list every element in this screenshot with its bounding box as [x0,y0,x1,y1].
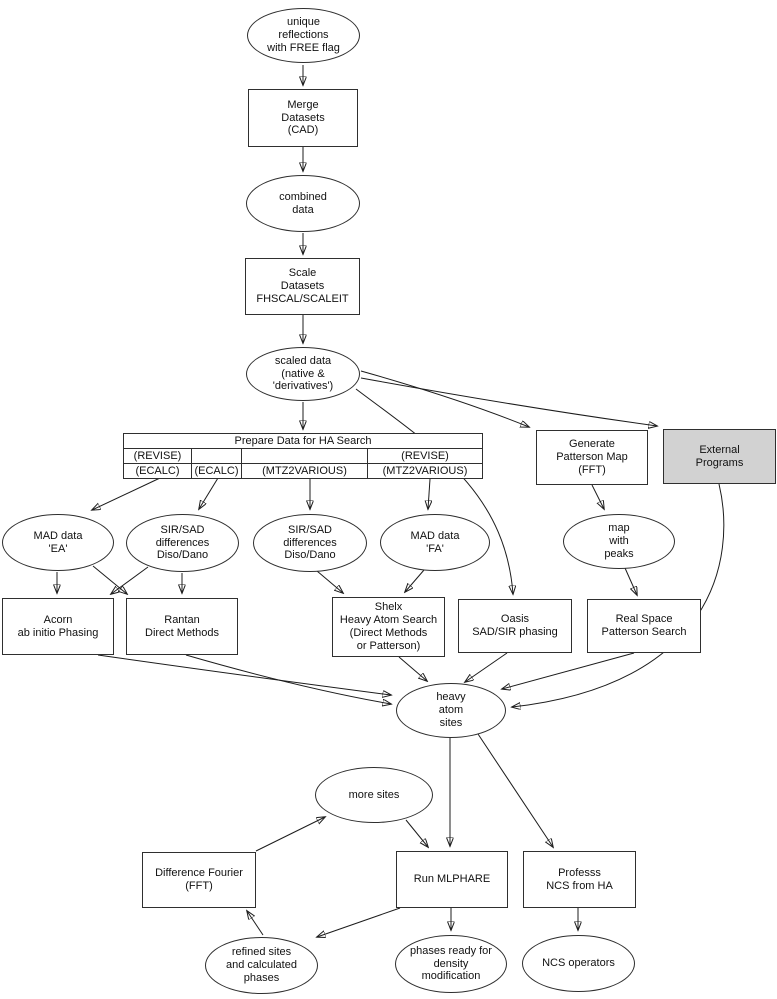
node-ncs-operators: NCS operators [522,935,635,992]
edge-sirsad-differences-2-shelx [316,570,343,593]
edge-map-with-peaks-real-space-patterson [624,567,637,595]
node-scale-datasets: Scale Datasets FHSCAL/SCALEIT [245,258,360,315]
table-cell: (ECALC) [191,463,241,478]
node-run-mlphare: Run MLPHARE [396,851,508,908]
edge-acorn-heavy-atom-sites [97,654,391,695]
node-unique-reflections: unique reflections with FREE flag [247,8,360,63]
node-external-programs: External Programs [663,429,776,484]
node-oasis: Oasis SAD/SIR phasing [458,599,572,653]
node-generate-patterson: Generate Patterson Map (FFT) [536,430,648,485]
node-sirsad-differences-2: SIR/SAD differences Diso/Dano [253,514,367,572]
node-refined-sites: refined sites and calculated phases [205,937,318,994]
edge-generate-patterson-map-with-peaks [591,484,604,509]
node-combined-data: combined data [246,175,360,232]
edge-heavy-atom-sites-professs [477,733,553,847]
edge-refined-sites-difference-fourier [247,911,264,936]
node-acorn: Acorn ab initio Phasing [2,598,114,655]
edge-prepare-ha-search-mad-data-fa [428,478,430,509]
node-map-with-peaks: map with peaks [563,514,675,569]
edge-difference-fourier-more-sites [255,817,325,852]
edge-sirsad-differences-1-acorn [111,566,149,594]
table-row: (ECALC) (ECALC) (MTZ2VARIOUS) (MTZ2VARIO… [124,463,482,478]
table-cell: (ECALC) [124,463,191,478]
table-cell [191,448,241,463]
node-difference-fourier: Difference Fourier (FFT) [142,852,256,908]
table-cell: (REVISE) [124,448,191,463]
table-cell: (MTZ2VARIOUS) [241,463,367,478]
edge-rantan-heavy-atom-sites [185,654,391,704]
node-merge-datasets: Merge Datasets (CAD) [248,89,358,147]
edge-oasis-heavy-atom-sites [465,652,508,682]
table-cell: (MTZ2VARIOUS) [367,463,482,478]
edge-run-mlphare-refined-sites [317,907,401,937]
node-phases-ready: phases ready for density modification [395,935,507,993]
table-cell: (REVISE) [367,448,482,463]
edge-mad-data-fa-shelx [405,569,425,592]
edge-shelx-heavy-atom-sites [398,656,427,681]
edge-prepare-ha-search-sirsad-differences-1 [199,477,219,509]
node-heavy-atom-sites: heavy atom sites [396,683,506,738]
edge-real-space-patterson-heavy-atom-sites [502,652,635,689]
table-cell [241,448,367,463]
table-prepare-ha-search: Prepare Data for HA Search (REVISE) (REV… [123,433,483,479]
table-header: Prepare Data for HA Search [234,435,372,447]
node-real-space-patterson: Real Space Patterson Search [587,599,701,653]
node-mad-data-fa: MAD data 'FA' [380,514,490,571]
edge-mad-data-ea-rantan [92,565,127,594]
node-shelx: Shelx Heavy Atom Search (Direct Methods … [332,597,445,657]
edge-scaled-data-external-programs [360,377,657,426]
node-scaled-data: scaled data (native & 'derivatives') [246,347,360,401]
edge-prepare-ha-search-mad-data-ea [92,477,161,510]
edge-more-sites-run-mlphare [405,819,428,847]
node-more-sites: more sites [315,767,433,823]
node-mad-data-ea: MAD data 'EA' [2,514,114,571]
node-sirsad-differences-1: SIR/SAD differences Diso/Dano [126,514,239,572]
node-professs: Professs NCS from HA [523,851,636,908]
table-row: (REVISE) (REVISE) [124,448,482,463]
edge-scaled-data-generate-patterson [360,370,529,427]
node-rantan: Rantan Direct Methods [126,598,238,655]
